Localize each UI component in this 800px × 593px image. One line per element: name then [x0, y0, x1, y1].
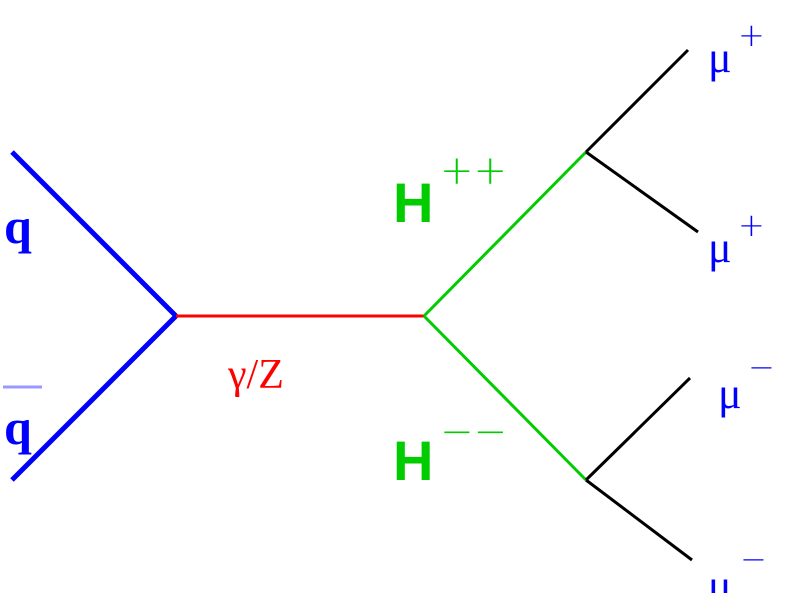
- muon-label-2: μ: [708, 223, 732, 272]
- higgs-pp-charge: ++: [440, 148, 507, 194]
- muon-label-3: μ: [718, 369, 742, 418]
- muon-charge-3: −: [748, 348, 775, 386]
- higgs-pp-label: H: [393, 171, 433, 234]
- boson-label: γ/Z: [227, 352, 284, 398]
- muon-label-4: μ: [708, 561, 732, 593]
- muon-line-2: [585, 150, 699, 234]
- muon-charge-1: +: [738, 16, 765, 54]
- muon-charge-2: +: [738, 206, 765, 244]
- quark-label: q: [4, 198, 32, 254]
- antiquark-line: [10, 314, 178, 482]
- higgs-mm-line: [422, 314, 588, 482]
- muon-charge-4: −: [740, 540, 767, 578]
- muon-line-1: [584, 48, 690, 154]
- muon-label-1: μ: [708, 33, 732, 82]
- muon-line-4: [585, 478, 693, 562]
- higgs-mm-label: H: [393, 429, 433, 492]
- quark-line: [10, 150, 178, 318]
- higgs-pp-line: [422, 150, 588, 318]
- higgs-mm-charge: −−: [440, 409, 507, 455]
- muon-line-3: [584, 376, 692, 482]
- antiquark-label: q: [4, 399, 32, 455]
